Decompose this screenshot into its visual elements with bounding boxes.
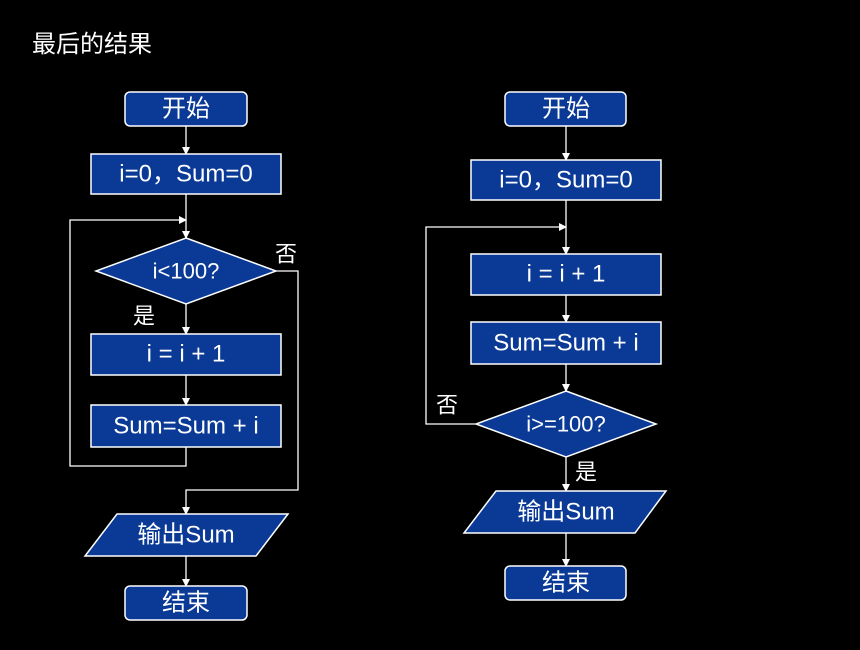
- left-init-node: i=0，Sum=0: [90, 153, 282, 195]
- left-condition-node: i<100?: [93, 237, 279, 305]
- right-accumulate-label: Sum=Sum + i: [493, 330, 638, 357]
- left-arrow-no: [182, 270, 299, 515]
- right-condition-node: i>=100?: [473, 390, 659, 458]
- left-loop-back-line: [69, 216, 187, 467]
- right-end-label: 结束: [542, 570, 590, 597]
- left-init-label: i=0，Sum=0: [119, 161, 252, 188]
- right-start-node: 开始: [504, 91, 627, 127]
- right-loop-back-line: [425, 223, 567, 425]
- slide-title: 最后的结果: [32, 31, 152, 58]
- right-increment-node: i = i + 1: [470, 253, 662, 296]
- right-connectors: [425, 126, 570, 567]
- right-condition-label: i>=100?: [526, 412, 606, 437]
- right-flowchart: 开始 i=0，Sum=0 i = i + 1 Sum=Sum + i i>=10…: [425, 91, 668, 601]
- left-start-label: 开始: [162, 96, 210, 123]
- right-start-label: 开始: [542, 96, 590, 123]
- right-init-node: i=0，Sum=0: [470, 159, 662, 201]
- left-condition-label: i<100?: [153, 259, 220, 284]
- left-connectors: [69, 126, 299, 587]
- left-flowchart: 开始 i=0，Sum=0 i<100? 否 是 i = i + 1 Sum=Su…: [69, 91, 299, 621]
- left-accumulate-node: Sum=Sum + i: [90, 404, 282, 448]
- right-output-node: 输出Sum: [462, 490, 668, 534]
- right-accumulate-node: Sum=Sum + i: [470, 321, 662, 365]
- left-accumulate-label: Sum=Sum + i: [113, 413, 258, 440]
- right-yes-label: 是: [575, 460, 597, 485]
- left-increment-node: i = i + 1: [90, 333, 282, 376]
- right-output-label: 输出Sum: [517, 499, 614, 526]
- left-output-label: 输出Sum: [137, 522, 234, 549]
- left-end-label: 结束: [162, 590, 210, 617]
- left-start-node: 开始: [124, 91, 248, 127]
- right-init-label: i=0，Sum=0: [499, 167, 632, 194]
- left-yes-label: 是: [133, 304, 155, 329]
- right-increment-label: i = i + 1: [527, 261, 606, 288]
- left-no-label: 否: [275, 242, 297, 267]
- left-increment-label: i = i + 1: [147, 341, 226, 368]
- right-no-label: 否: [436, 393, 458, 418]
- right-end-node: 结束: [504, 565, 627, 601]
- left-end-node: 结束: [124, 585, 248, 621]
- left-output-node: 输出Sum: [83, 513, 290, 557]
